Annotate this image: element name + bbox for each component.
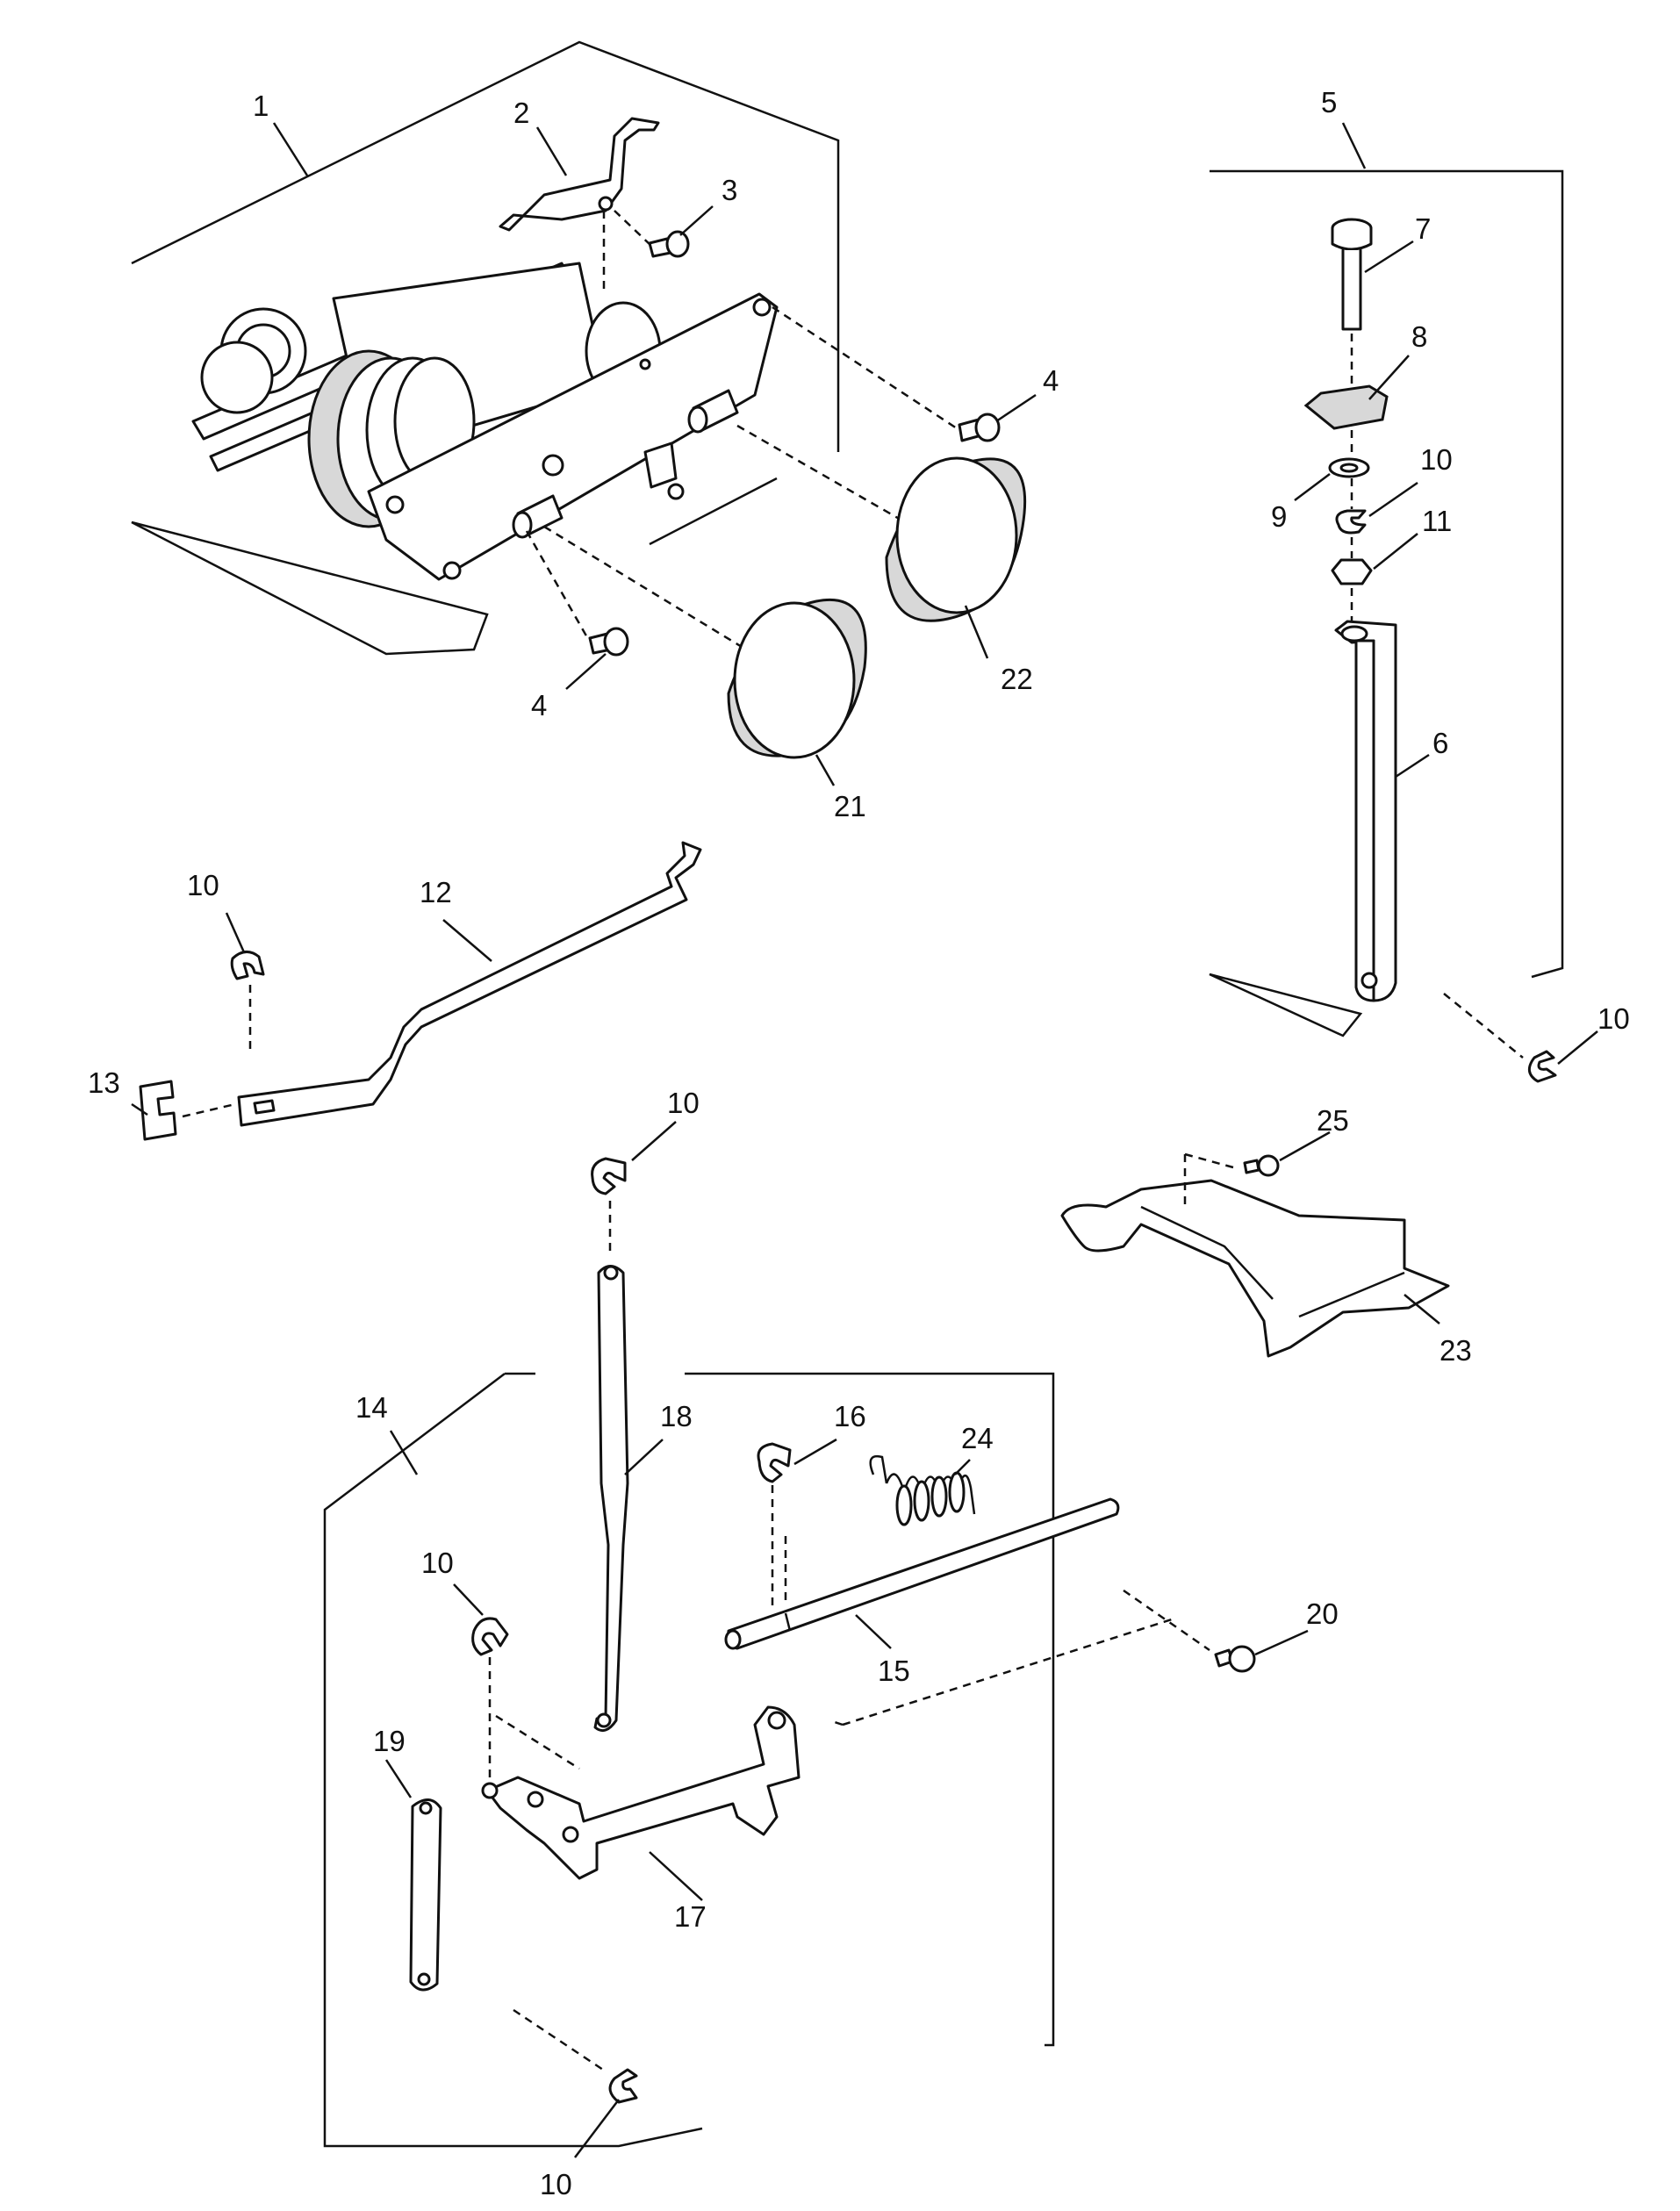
bracket-2 [499, 117, 660, 232]
callout-10-center: 10 [667, 1087, 700, 1119]
callout-8: 8 [1411, 320, 1427, 353]
e-clip-16 [757, 1442, 792, 1483]
assembly-14-group [323, 1265, 1173, 2148]
block-13 [139, 1080, 177, 1141]
callout-18: 18 [660, 1400, 693, 1432]
arm-6 [1334, 620, 1397, 1002]
callout-9: 9 [1271, 500, 1287, 533]
knob-22 [885, 456, 1027, 622]
leader-lines [131, 122, 1598, 2158]
callout-12: 12 [420, 876, 452, 908]
nut-11 [1331, 558, 1373, 585]
shaft-15 [724, 1497, 1120, 1650]
callout-25: 25 [1317, 1104, 1349, 1137]
callout-10-group14: 10 [421, 1547, 454, 1579]
assembly-5-group [1209, 169, 1564, 1037]
callout-13: 13 [88, 1066, 120, 1099]
callout-24: 24 [961, 1422, 994, 1454]
link-18 [593, 1265, 629, 1733]
screw-25 [1243, 1154, 1280, 1177]
callout-14: 14 [355, 1391, 388, 1424]
callout-15: 15 [878, 1655, 910, 1687]
assembly-1-frame [131, 40, 840, 656]
callout-11: 11 [1422, 505, 1452, 537]
assembly-5-frame [1209, 169, 1564, 1037]
screw-4-lower [588, 627, 629, 657]
callout-19: 19 [373, 1725, 406, 1757]
callout-10-group5: 10 [1420, 443, 1453, 476]
spring-24 [869, 1454, 976, 1526]
screw-4-upper [958, 413, 1001, 442]
lever-12 [237, 841, 702, 1127]
link-19 [409, 1798, 442, 1992]
washer-9 [1328, 457, 1370, 478]
mechanism-assembly [191, 262, 779, 581]
callout-10-left: 10 [187, 869, 219, 901]
e-clip-10-right [1527, 1050, 1557, 1083]
callout-2: 2 [513, 97, 529, 129]
bracket-17 [481, 1705, 801, 1880]
e-clip-10-left [230, 951, 265, 980]
callout-3: 3 [722, 174, 737, 206]
assembly-1-group [131, 40, 1001, 657]
e-clip-10-group5 [1335, 509, 1367, 535]
callout-22: 22 [1001, 663, 1033, 695]
callout-10-right: 10 [1597, 1002, 1630, 1035]
screw-3 [648, 230, 690, 258]
callout-7: 7 [1415, 212, 1431, 245]
callout-17: 17 [674, 1900, 707, 1933]
knob-21 [727, 598, 867, 759]
e-clip-10-bottom [608, 2068, 638, 2104]
callout-23: 23 [1439, 1334, 1472, 1367]
callout-5: 5 [1321, 86, 1337, 118]
e-clip-10-center [591, 1157, 627, 1195]
screw-7 [1331, 218, 1373, 331]
callout-20: 20 [1306, 1597, 1339, 1630]
e-clip-10-group14 [471, 1617, 509, 1656]
callout-4-lower: 4 [531, 689, 547, 721]
presser-23 [1060, 1179, 1450, 1358]
plate-8 [1303, 384, 1389, 430]
assembly-14-frame [323, 1372, 1055, 2148]
callout-16: 16 [834, 1400, 866, 1432]
callout-10-bottom: 10 [540, 2168, 572, 2200]
callout-6: 6 [1432, 727, 1448, 759]
screw-20 [1214, 1645, 1256, 1673]
callout-labels: 1 2 3 4 4 22 21 5 7 8 10 9 11 6 10 10 12… [88, 86, 1630, 2200]
bracket-2-hole [598, 196, 614, 212]
callout-21: 21 [834, 790, 866, 822]
callout-4-upper: 4 [1043, 364, 1059, 397]
callout-1: 1 [253, 90, 269, 122]
